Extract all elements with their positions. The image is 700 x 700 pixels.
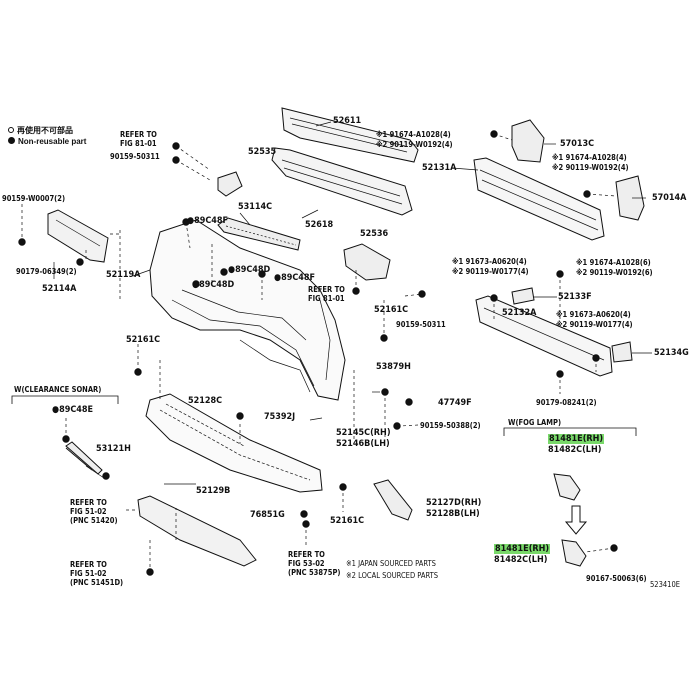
part-52536-shape xyxy=(343,243,391,281)
part-81481e-81482c-upper[interactable]: 81481E(RH)81482C(LH) xyxy=(548,434,605,455)
part-75392j[interactable]: 75392J xyxy=(264,412,296,422)
part-81481e-highlight-lower[interactable]: 81481E(RH) xyxy=(494,544,551,554)
part-90179-06349[interactable]: 90179-06349(2) xyxy=(16,267,77,276)
solid-dot-icon: ● xyxy=(187,216,195,226)
part-57014a-shape xyxy=(615,175,645,221)
part-52129b[interactable]: 52129B xyxy=(196,486,231,496)
part-52611[interactable]: 52611 xyxy=(333,116,362,126)
part-53114c-shape xyxy=(217,217,301,251)
solid-dot-icon xyxy=(8,137,15,144)
part-52128c[interactable]: 52128C xyxy=(188,396,223,406)
part-52161c-c[interactable]: 52161C xyxy=(330,516,365,526)
part-89c48f-a[interactable]: ●89C48F xyxy=(187,216,229,226)
part-52145c-52146b[interactable]: 52145C(RH)52146B(LH) xyxy=(336,428,391,449)
section-fog-lamp: W(FOG LAMP) xyxy=(508,418,562,427)
part-52131a[interactable]: 52131A xyxy=(422,163,457,173)
part-52114a-shape xyxy=(47,209,109,263)
part-52611-shape xyxy=(281,107,419,163)
part-53121h[interactable]: 53121H xyxy=(96,444,131,454)
part-81481e-81482c-lower[interactable]: 81481E(RH)81482C(LH) xyxy=(494,544,551,565)
sonar-arrow xyxy=(65,447,93,471)
part-52132a-shape xyxy=(475,295,613,377)
diagram-id: 523410E xyxy=(650,580,681,589)
part-57014a[interactable]: 57014A xyxy=(652,193,687,203)
fog-bracket-lower xyxy=(561,539,587,567)
part-52161c-b[interactable]: 52161C xyxy=(126,335,161,345)
part-52134g-shape xyxy=(611,341,633,363)
hollow-dot-icon xyxy=(8,127,14,133)
legend-reusable: 再使用不可部品 xyxy=(8,125,86,136)
part-52119a-shape xyxy=(149,219,346,401)
part-90179-08241[interactable]: 90179-08241(2) xyxy=(536,398,597,407)
solid-dot-icon: ● xyxy=(52,405,60,415)
part-47749f[interactable]: 47749F xyxy=(438,398,472,408)
part-76851g[interactable]: 76851G xyxy=(250,510,285,520)
part-52127d-52128b[interactable]: 52127D(RH)52128B(LH) xyxy=(426,498,482,519)
legend-non-reusable: Non-reusable part xyxy=(8,136,86,147)
section-clearance-sonar: W(CLEARANCE SONAR) xyxy=(14,385,102,394)
sonar-section-frame xyxy=(11,395,119,404)
part-52114a[interactable]: 52114A xyxy=(42,284,77,294)
source-notes: ※1 JAPAN SOURCED PARTS※2 LOCAL SOURCED P… xyxy=(346,559,439,580)
part-52536[interactable]: 52536 xyxy=(360,229,389,239)
part-89c48d-b[interactable]: ●89C48D xyxy=(228,265,271,275)
part-52133f[interactable]: 52133F xyxy=(558,292,592,302)
solid-dot-icon: ● xyxy=(274,273,282,283)
part-52161c-a[interactable]: 52161C xyxy=(374,305,409,315)
part-53879h[interactable]: 53879H xyxy=(376,362,411,372)
part-52134g[interactable]: 52134G xyxy=(654,348,689,358)
part-52119a[interactable]: 52119A xyxy=(106,270,141,280)
part-group-52134g-upper[interactable]: ※1 91673-A0620(4)※2 90119-W0177(4) xyxy=(556,310,633,329)
part-52132a[interactable]: 52132A xyxy=(502,308,537,318)
part-53114c[interactable]: 53114C xyxy=(238,202,273,212)
part-group-57013c-upper[interactable]: ※1 91674-A1028(4)※2 90119-W0192(4) xyxy=(376,130,453,149)
part-52127d-shape xyxy=(373,479,413,521)
part-90159-50311-a[interactable]: 90159-50311 xyxy=(110,152,160,161)
part-90159-50311-b[interactable]: 90159-50311 xyxy=(396,320,446,329)
part-52133f-shape xyxy=(511,287,535,305)
part-90159-50388[interactable]: 90159-50388(2) xyxy=(420,421,481,430)
part-52618[interactable]: 52618 xyxy=(305,220,334,230)
part-52618-shape xyxy=(271,147,413,216)
part-52535[interactable]: 52535 xyxy=(248,147,277,157)
part-89c48d-a[interactable]: ●89C48D xyxy=(192,280,235,290)
solid-dot-icon: ● xyxy=(228,265,236,275)
part-89c48f-b[interactable]: ●89C48F xyxy=(274,273,316,283)
skid-plate-shape xyxy=(137,495,257,567)
part-group-57014a-lower[interactable]: ※1 91674-A1028(6)※2 90119-W0192(6) xyxy=(576,258,653,277)
part-89c48e[interactable]: ●89C48E xyxy=(52,405,94,415)
part-90167-50063[interactable]: 90167-50063(6) xyxy=(586,574,647,583)
solid-dot-icon: ● xyxy=(192,280,200,290)
part-group-57014a-upper[interactable]: ※1 91674-A1028(4)※2 90119-W0192(4) xyxy=(552,153,629,172)
part-group-52133f-upper[interactable]: ※1 91673-A0620(4)※2 90119-W0177(4) xyxy=(452,257,529,276)
part-52535-shape xyxy=(217,171,243,197)
part-81481e-highlight-upper[interactable]: 81481E(RH) xyxy=(548,434,605,444)
part-53121h-shape xyxy=(65,441,103,475)
part-52131a-shape xyxy=(473,157,605,241)
fog-arrow xyxy=(564,505,588,535)
legend: 再使用不可部品 Non-reusable part xyxy=(8,125,86,147)
part-57013c-shape xyxy=(511,119,545,163)
fog-section-frame xyxy=(503,427,637,436)
part-52129b-shape xyxy=(145,393,323,493)
fog-bracket-upper xyxy=(553,473,581,501)
part-57013c[interactable]: 57013C xyxy=(560,139,595,149)
part-90159-w0007[interactable]: 90159-W0007(2) xyxy=(2,194,66,203)
